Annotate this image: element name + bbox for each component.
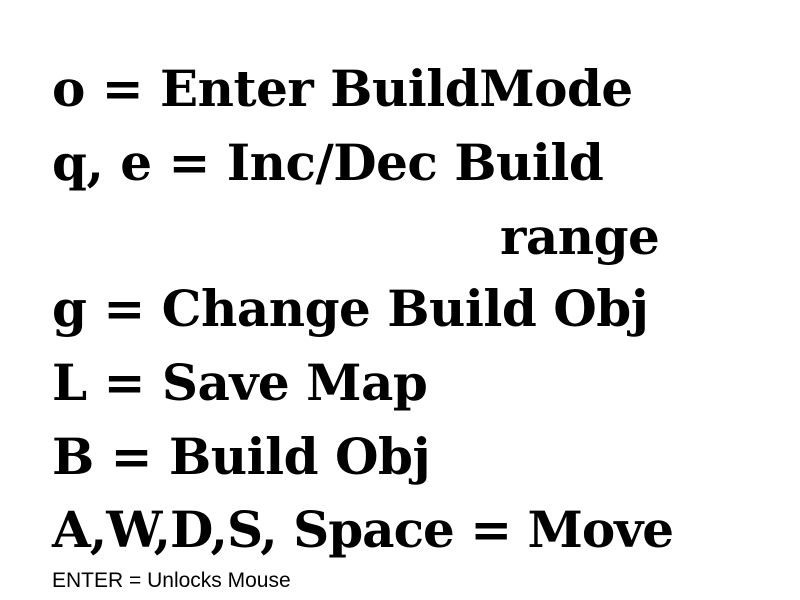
control-inc-dec-build-range-continued: range [500, 207, 660, 266]
control-change-build-obj: g = Change Build Obj [52, 279, 649, 338]
control-enter-buildmode: o = Enter BuildMode [52, 59, 633, 118]
control-save-map: L = Save Map [52, 353, 428, 412]
control-build-obj: B = Build Obj [52, 427, 431, 486]
control-unlock-mouse-note: ENTER = Unlocks Mouse [52, 569, 291, 592]
control-move: A,W,D,S, Space = Move [52, 500, 674, 559]
control-inc-dec-build-range: q, e = Inc/Dec Build [52, 133, 604, 192]
